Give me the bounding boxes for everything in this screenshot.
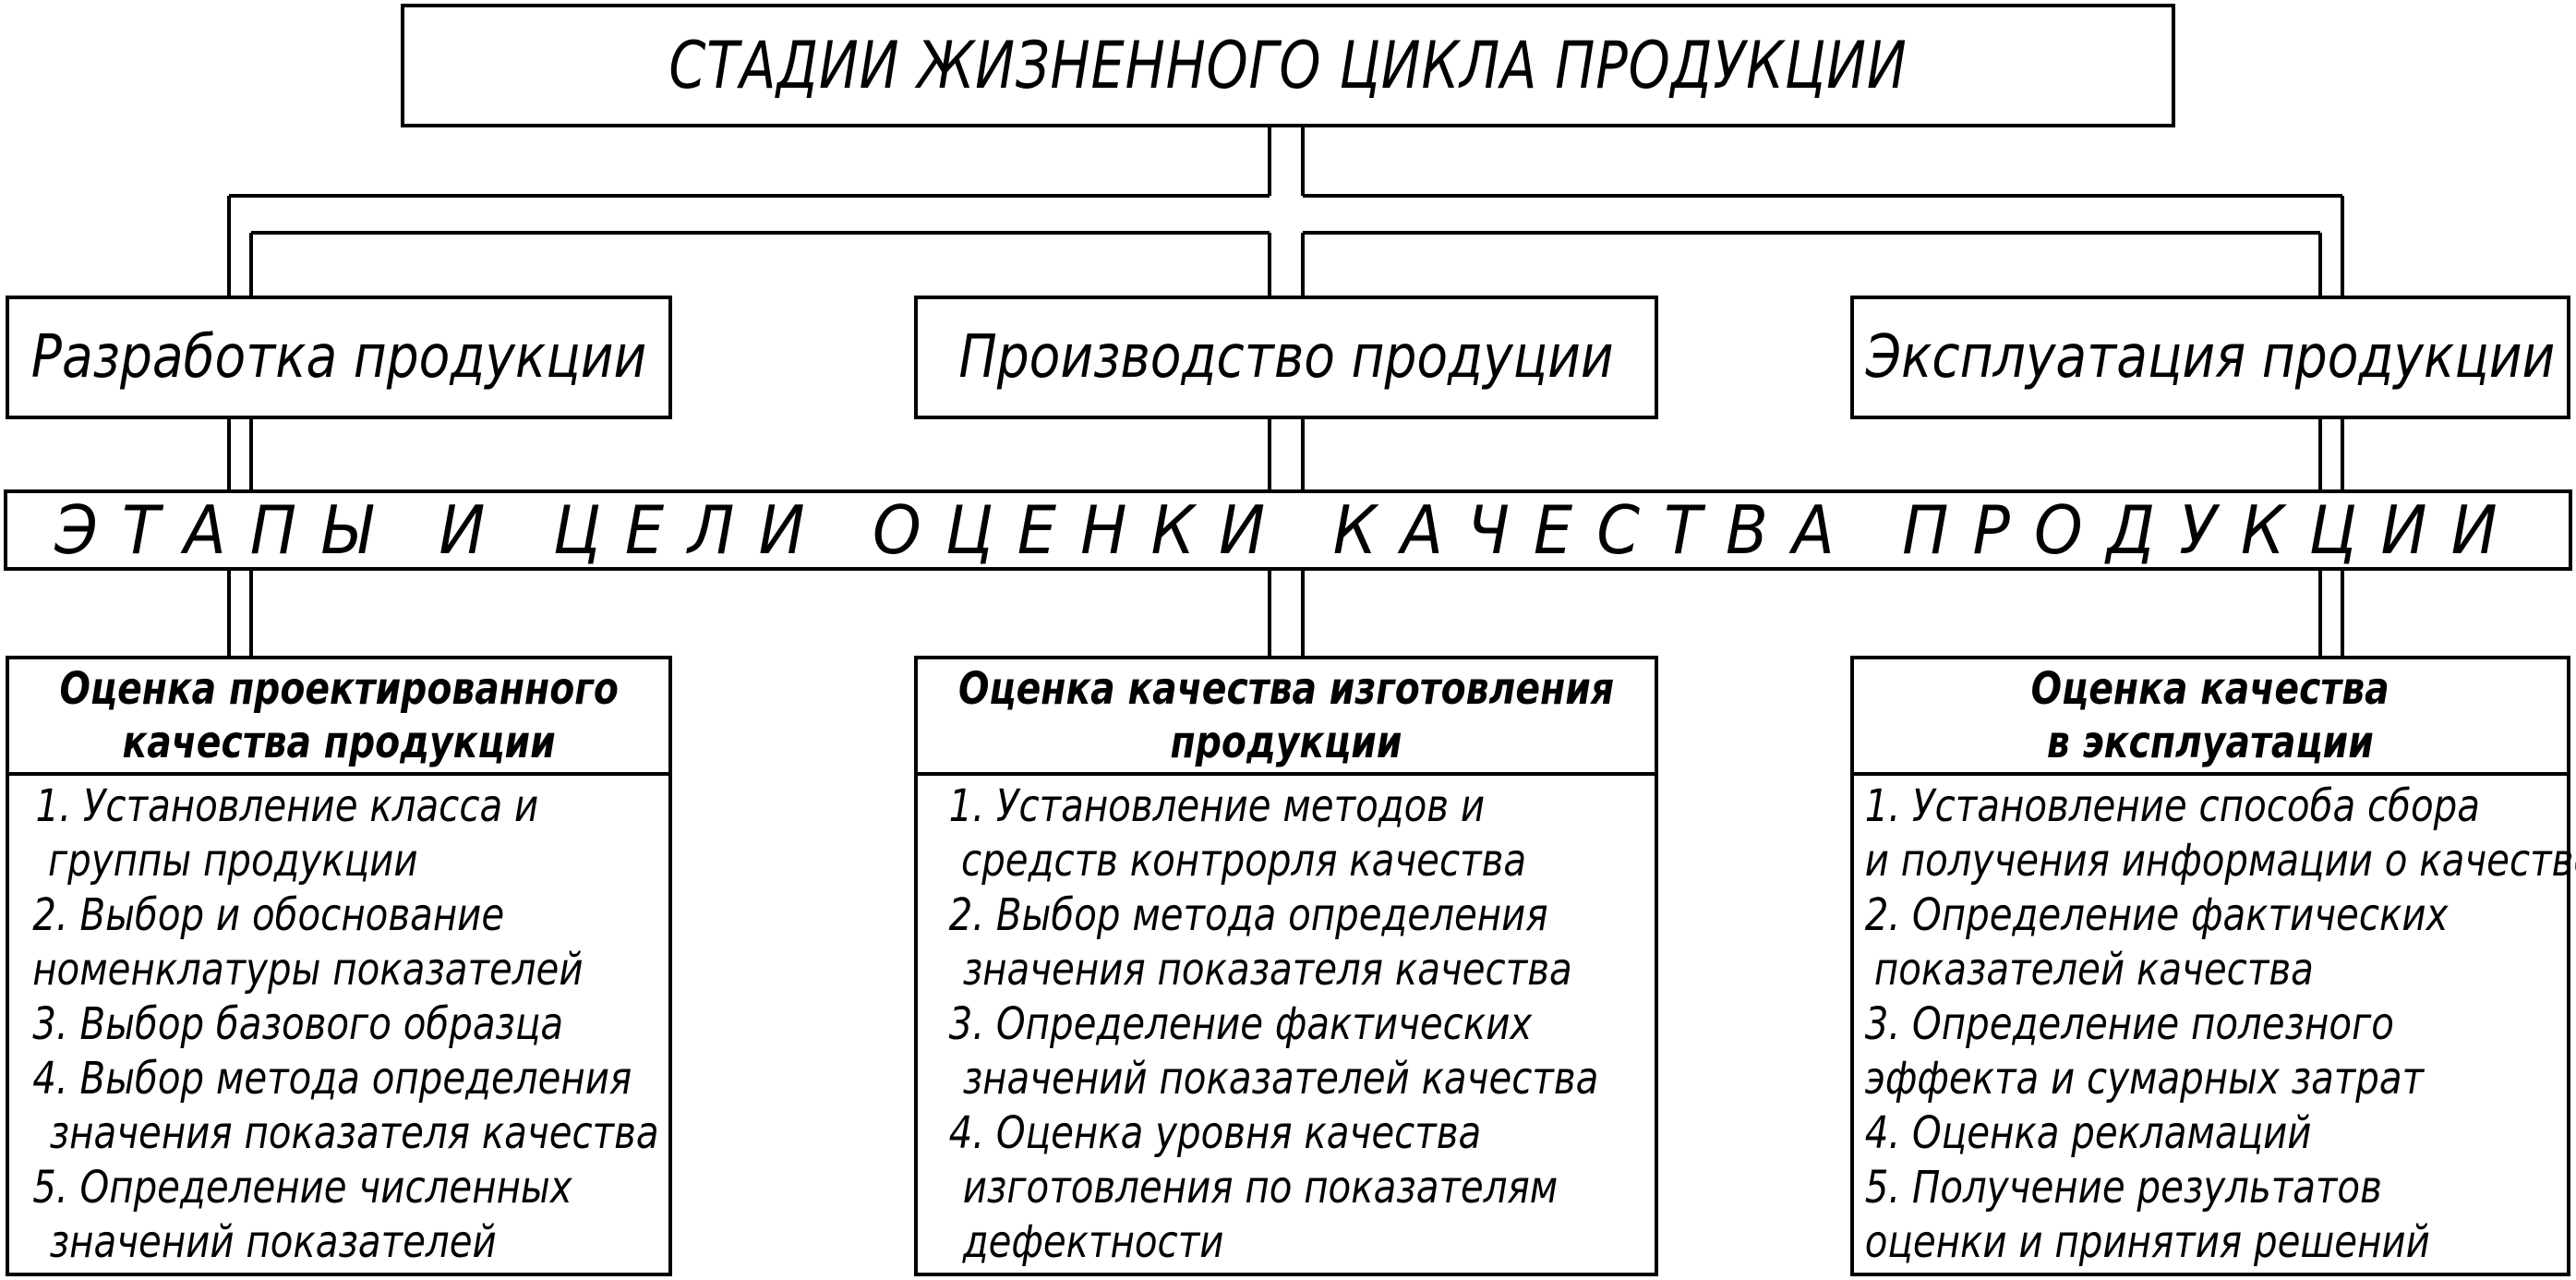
stage-development-label: Разработка продукции xyxy=(30,323,647,392)
list-item: значения показателя качества xyxy=(962,944,1572,996)
heading-line: качества продукции xyxy=(122,717,556,768)
heading-line: Оценка качества xyxy=(2030,663,2390,715)
list-item: 4. Оценка рекламаций xyxy=(1864,1107,2312,1159)
list-item: эффекта и сумарных затрат xyxy=(1864,1053,2425,1105)
list-item: 4. Выбор метода определения xyxy=(32,1053,632,1105)
list-item: 1. Установление способа сбора xyxy=(1864,780,2480,832)
list-item: номенклатуры показателей xyxy=(32,944,584,996)
column-box-operation-quality: Оценка качества в эксплуатации 1. Устано… xyxy=(1850,656,2576,1276)
list-item: 1. Установление методов и xyxy=(948,780,1486,832)
column-heading-operation-quality: Оценка качества в эксплуатации xyxy=(1854,659,2567,776)
list-item: значений показателей xyxy=(49,1216,497,1268)
list-item: 3. Определение фактических xyxy=(948,998,1533,1050)
heading-line: Оценка качества изготовления xyxy=(957,663,1615,715)
list-item: значения показателя качества xyxy=(49,1107,659,1159)
list-item: показателей качества xyxy=(1873,944,2314,996)
list-item: изготовления по показателям xyxy=(962,1162,1559,1214)
lifecycle-title: СТАДИИ ЖИЗНЕННОГО ЦИКЛА ПРОДУКЦИИ xyxy=(668,28,1908,103)
list-item: 2. Определение фактических xyxy=(1864,889,2449,941)
list-item: оценки и принятия решений xyxy=(1864,1216,2430,1268)
list-item: 2. Выбор метода определения xyxy=(948,889,1548,941)
column-box-design-quality: Оценка проектированного качества продукц… xyxy=(6,656,672,1276)
list-item: 3. Определение полезного xyxy=(1864,998,2394,1050)
list-item: и получения информации о качестве xyxy=(1864,835,2576,887)
quality-stages-band-label: ЭТАПЫ И ЦЕЛИ ОЦЕНКИ КАЧЕСТВА ПРОДУКЦИИ xyxy=(54,491,2522,569)
stage-production-label: Производство продуции xyxy=(958,323,1614,392)
column-items-manufacturing-quality: 1. Установление методов и средств контро… xyxy=(918,779,1655,1270)
heading-line: в эксплуатации xyxy=(2047,717,2374,768)
stage-box-operation: Эксплуатация продукции xyxy=(1850,296,2570,419)
heading-line: Оценка проектированного xyxy=(59,663,619,715)
list-item: 5. Определение численных xyxy=(32,1162,572,1214)
stage-box-development: Разработка продукции xyxy=(6,296,672,419)
column-items-design-quality: 1. Установление класса и группы продукци… xyxy=(9,779,668,1270)
quality-stages-band: ЭТАПЫ И ЦЕЛИ ОЦЕНКИ КАЧЕСТВА ПРОДУКЦИИ xyxy=(4,489,2572,571)
column-items-operation-quality: 1. Установление способа сбора и получени… xyxy=(1854,779,2576,1270)
stage-box-production: Производство продуции xyxy=(914,296,1658,419)
list-item: 4. Оценка уровня качества xyxy=(948,1107,1482,1159)
list-item: 5. Получение результатов xyxy=(1864,1162,2382,1214)
list-item: 2. Выбор и обоснование xyxy=(32,889,505,941)
lifecycle-title-box: СТАДИИ ЖИЗНЕННОГО ЦИКЛА ПРОДУКЦИИ xyxy=(401,4,2175,127)
column-heading-manufacturing-quality: Оценка качества изготовления продукции xyxy=(918,659,1655,776)
list-item: значений показателей качества xyxy=(962,1053,1599,1105)
stage-operation-label: Эксплуатация продукции xyxy=(1865,323,2556,392)
list-item: дефектности xyxy=(962,1216,1224,1268)
column-heading-design-quality: Оценка проектированного качества продукц… xyxy=(9,659,668,776)
list-item: 1. Установление класса и xyxy=(35,780,539,832)
heading-line: продукции xyxy=(1170,717,1402,768)
list-item: 3. Выбор базового образца xyxy=(32,998,564,1050)
list-item: средств контрорля качества xyxy=(961,835,1527,887)
list-item: группы продукции xyxy=(48,835,418,887)
column-box-manufacturing-quality: Оценка качества изготовления продукции 1… xyxy=(914,656,1658,1276)
